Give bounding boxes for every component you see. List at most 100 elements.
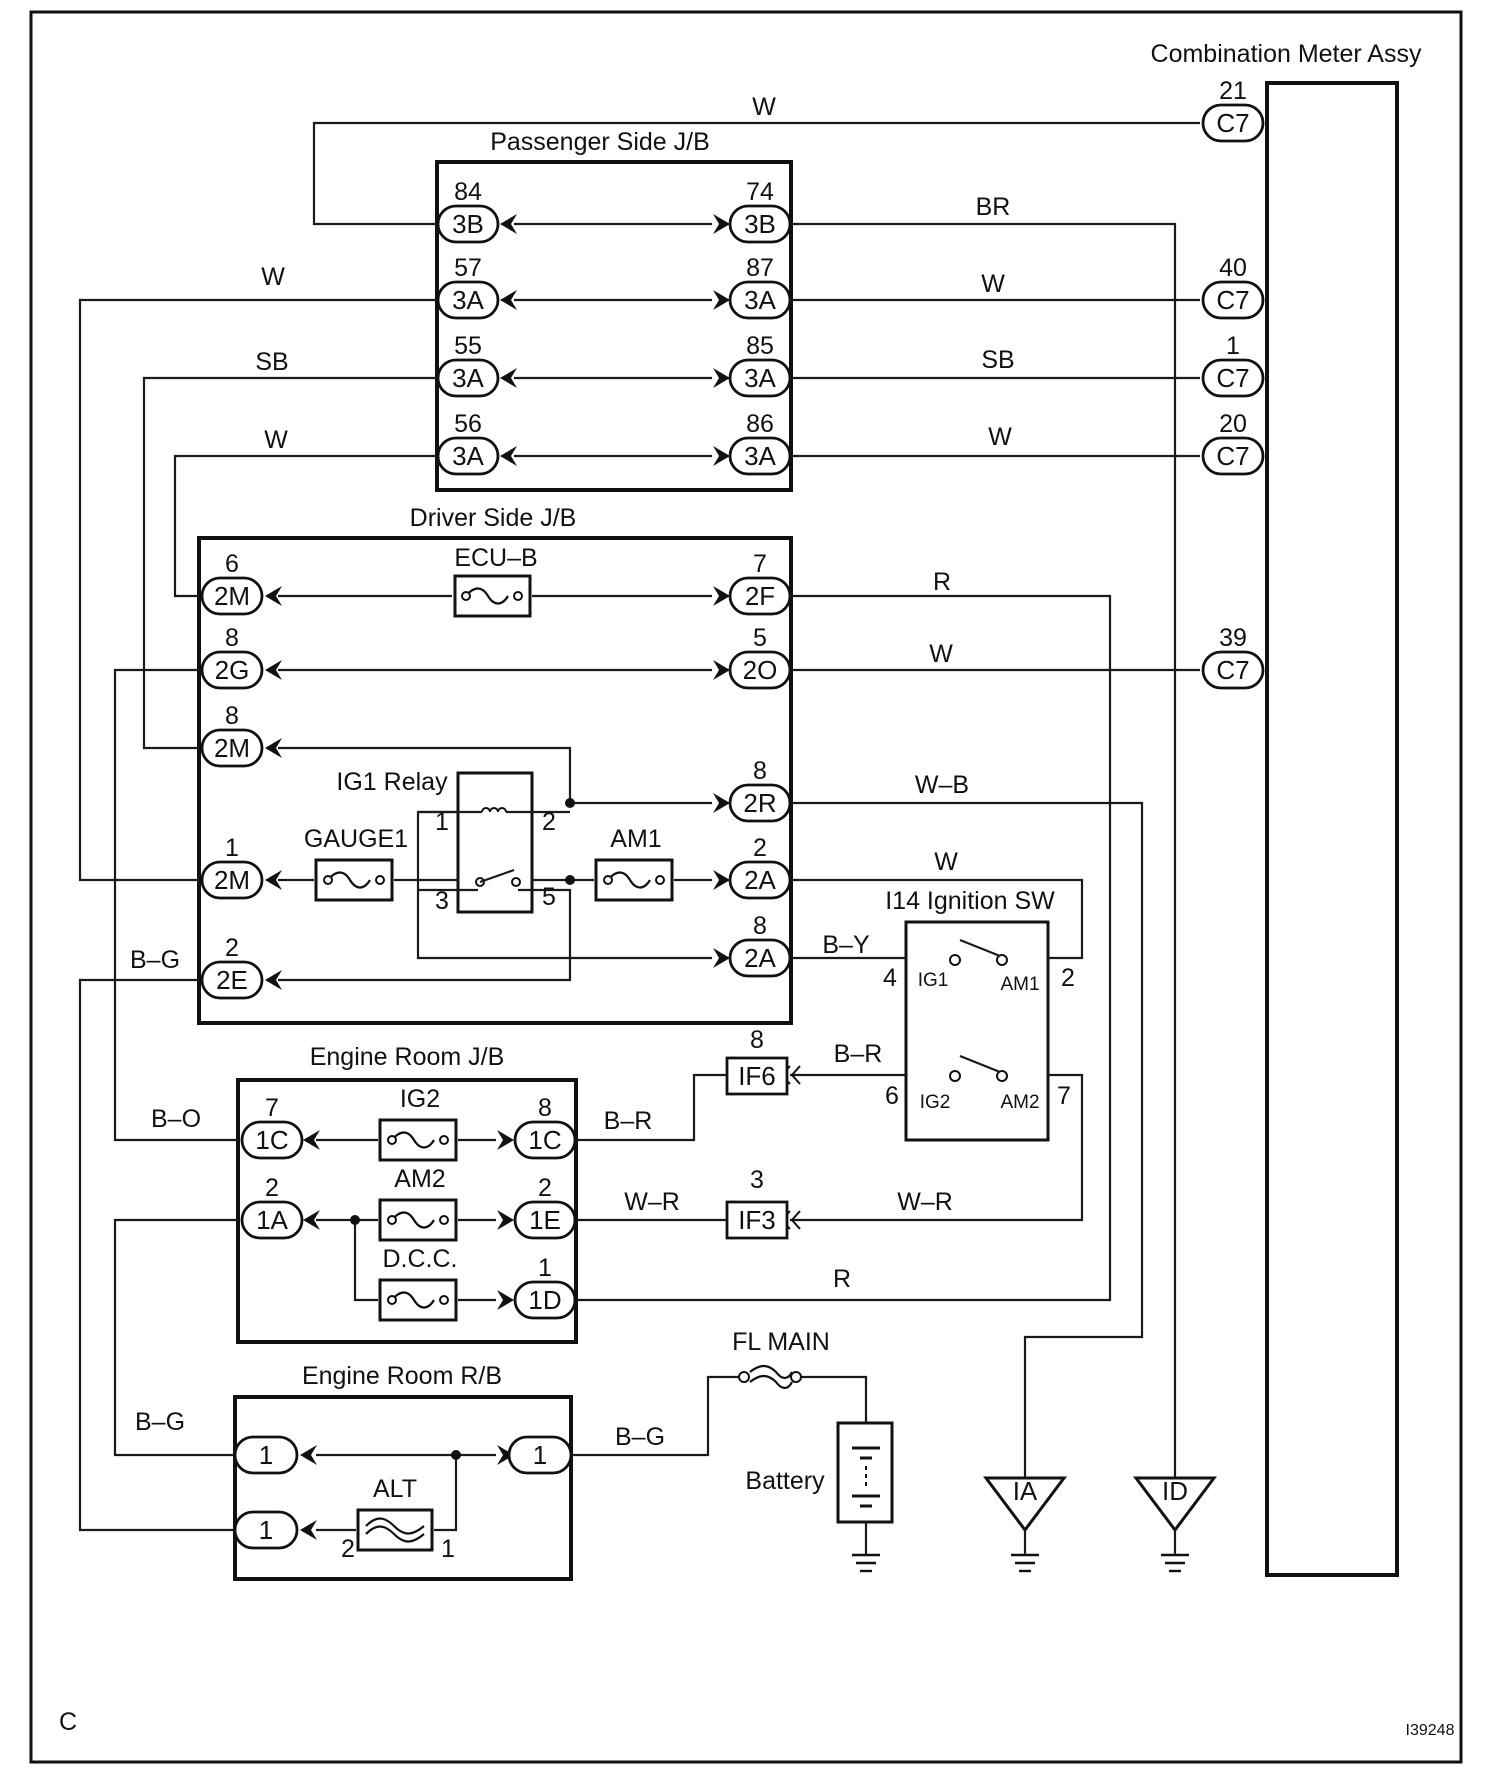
pin-code: 2G (215, 655, 250, 685)
fuse-ig2: IG2 (378, 1085, 458, 1162)
pin-dj-7: 2F7 (728, 550, 792, 616)
wire-color-w: W (934, 848, 958, 876)
pin-number: 2 (538, 1174, 552, 1202)
pin-code: 3A (744, 285, 776, 315)
pin-code: C7 (1216, 655, 1249, 685)
junction-dot (451, 1450, 461, 1460)
pin-number: 2 (265, 1174, 279, 1202)
sw-ig1-label: IG1 (918, 970, 949, 991)
wire-color-labels: W BR W W SB SB W W R W W–B W B–Y B–G B–R… (130, 93, 1015, 1451)
pin-number: 8 (225, 624, 239, 652)
pin-code: 3A (452, 441, 484, 471)
pin-code: 1D (528, 1285, 561, 1315)
ground-ia: IA (983, 1476, 1067, 1573)
pin-number: 7 (753, 550, 767, 578)
fuse-am2: AM2 (378, 1165, 458, 1242)
junction-dot (565, 875, 575, 885)
ig2-contact-icon (949, 1070, 961, 1082)
pin-rb-1a: 1 (233, 1435, 299, 1475)
pin-code: C7 (1216, 363, 1249, 393)
svg-text:2: 2 (341, 1535, 355, 1563)
svg-text:8: 8 (750, 1026, 764, 1054)
pin-code: C7 (1216, 108, 1249, 138)
passenger-jb-label: Passenger Side J/B (490, 128, 710, 156)
pin-number: 57 (454, 254, 482, 282)
pin-code: 2R (743, 788, 776, 818)
wire-color-sb: SB (981, 346, 1014, 374)
relay-terminal-1: 1 (435, 808, 449, 836)
svg-text:AM1: AM1 (610, 825, 661, 853)
pin-ej-1d: 1D1 (513, 1254, 577, 1320)
pin-number: 87 (746, 254, 774, 282)
pin-code: 2F (745, 581, 775, 611)
wire-color-b-g: B–G (135, 1408, 185, 1436)
pin-number: 39 (1219, 624, 1247, 652)
pin-dj-2e: 2E2 (200, 934, 264, 1000)
pin-cm-1: C71 (1201, 332, 1265, 398)
sw-terminal-7: 7 (1057, 1082, 1071, 1110)
pin-rb-1b: 1 (507, 1435, 573, 1475)
driver-jb-label: Driver Side J/B (410, 504, 577, 532)
svg-text:IG2: IG2 (400, 1085, 440, 1113)
wire-color-b-g: B–G (615, 1423, 665, 1451)
connector-if6: IF6 8 (725, 1026, 789, 1096)
wire-color-w: W (988, 423, 1012, 451)
svg-text:GAUGE1: GAUGE1 (304, 825, 408, 853)
pin-code: 1A (256, 1205, 288, 1235)
pin-code: 2M (214, 581, 250, 611)
combination-meter-box (1265, 81, 1399, 1577)
fuse-gauge1: GAUGE1 (304, 825, 408, 902)
pin-code: 2O (743, 655, 778, 685)
wire-color-b-y: B–Y (822, 931, 870, 959)
pin-ej-2e: 1E2 (513, 1174, 577, 1240)
svg-text:3: 3 (750, 1166, 764, 1194)
fuse-dcc: D.C.C. (378, 1245, 458, 1322)
pin-number: 1 (225, 834, 239, 862)
svg-text:FL MAIN: FL MAIN (732, 1328, 830, 1356)
pin-number: 6 (225, 550, 239, 578)
wire-color-sb: SB (255, 348, 288, 376)
wire-color-w-r: W–R (624, 1188, 680, 1216)
pin-code: 2E (216, 965, 248, 995)
pin-number: 86 (746, 410, 774, 438)
wire-color-w: W (264, 426, 288, 454)
pin-number: 55 (454, 332, 482, 360)
pin-dj-8g: 2G8 (200, 624, 264, 690)
svg-text:IA: IA (1013, 1476, 1038, 1506)
wire-color-b-o: B–O (151, 1105, 201, 1133)
wire-color-b-r: B–R (604, 1107, 653, 1135)
wire-color-w: W (929, 640, 953, 668)
pin-number: 8 (753, 757, 767, 785)
svg-text:1: 1 (441, 1535, 455, 1563)
fuse-am1: AM1 (594, 825, 674, 902)
wire-color-b-r: B–R (834, 1040, 883, 1068)
relay-terminal-2: 2 (542, 808, 556, 836)
pin-number: 5 (753, 624, 767, 652)
ig1-contact-icon (949, 954, 961, 966)
fuse-ecu-b: ECU–B (453, 544, 538, 618)
sw-terminal-2: 2 (1061, 964, 1075, 992)
engine-room-jb-label: Engine Room J/B (310, 1043, 505, 1071)
pin-code: 2A (744, 943, 776, 973)
pin-number: 1 (538, 1254, 552, 1282)
pin-code: 3B (744, 209, 776, 239)
pin-dj-8m: 2M8 (200, 702, 264, 768)
pin-number: 8 (225, 702, 239, 730)
pin-code: 2M (214, 733, 250, 763)
pin-number: 2 (753, 834, 767, 862)
fuse-alt: ALT 2 1 (341, 1475, 455, 1563)
wire-color-r: R (933, 568, 951, 596)
relay-coil-icon (481, 807, 507, 813)
pin-code: C7 (1216, 285, 1249, 315)
pin-ej-2a: 1A2 (240, 1174, 304, 1240)
page-frame (29, 10, 1463, 1764)
pin-dj-5: 2O5 (728, 624, 792, 690)
